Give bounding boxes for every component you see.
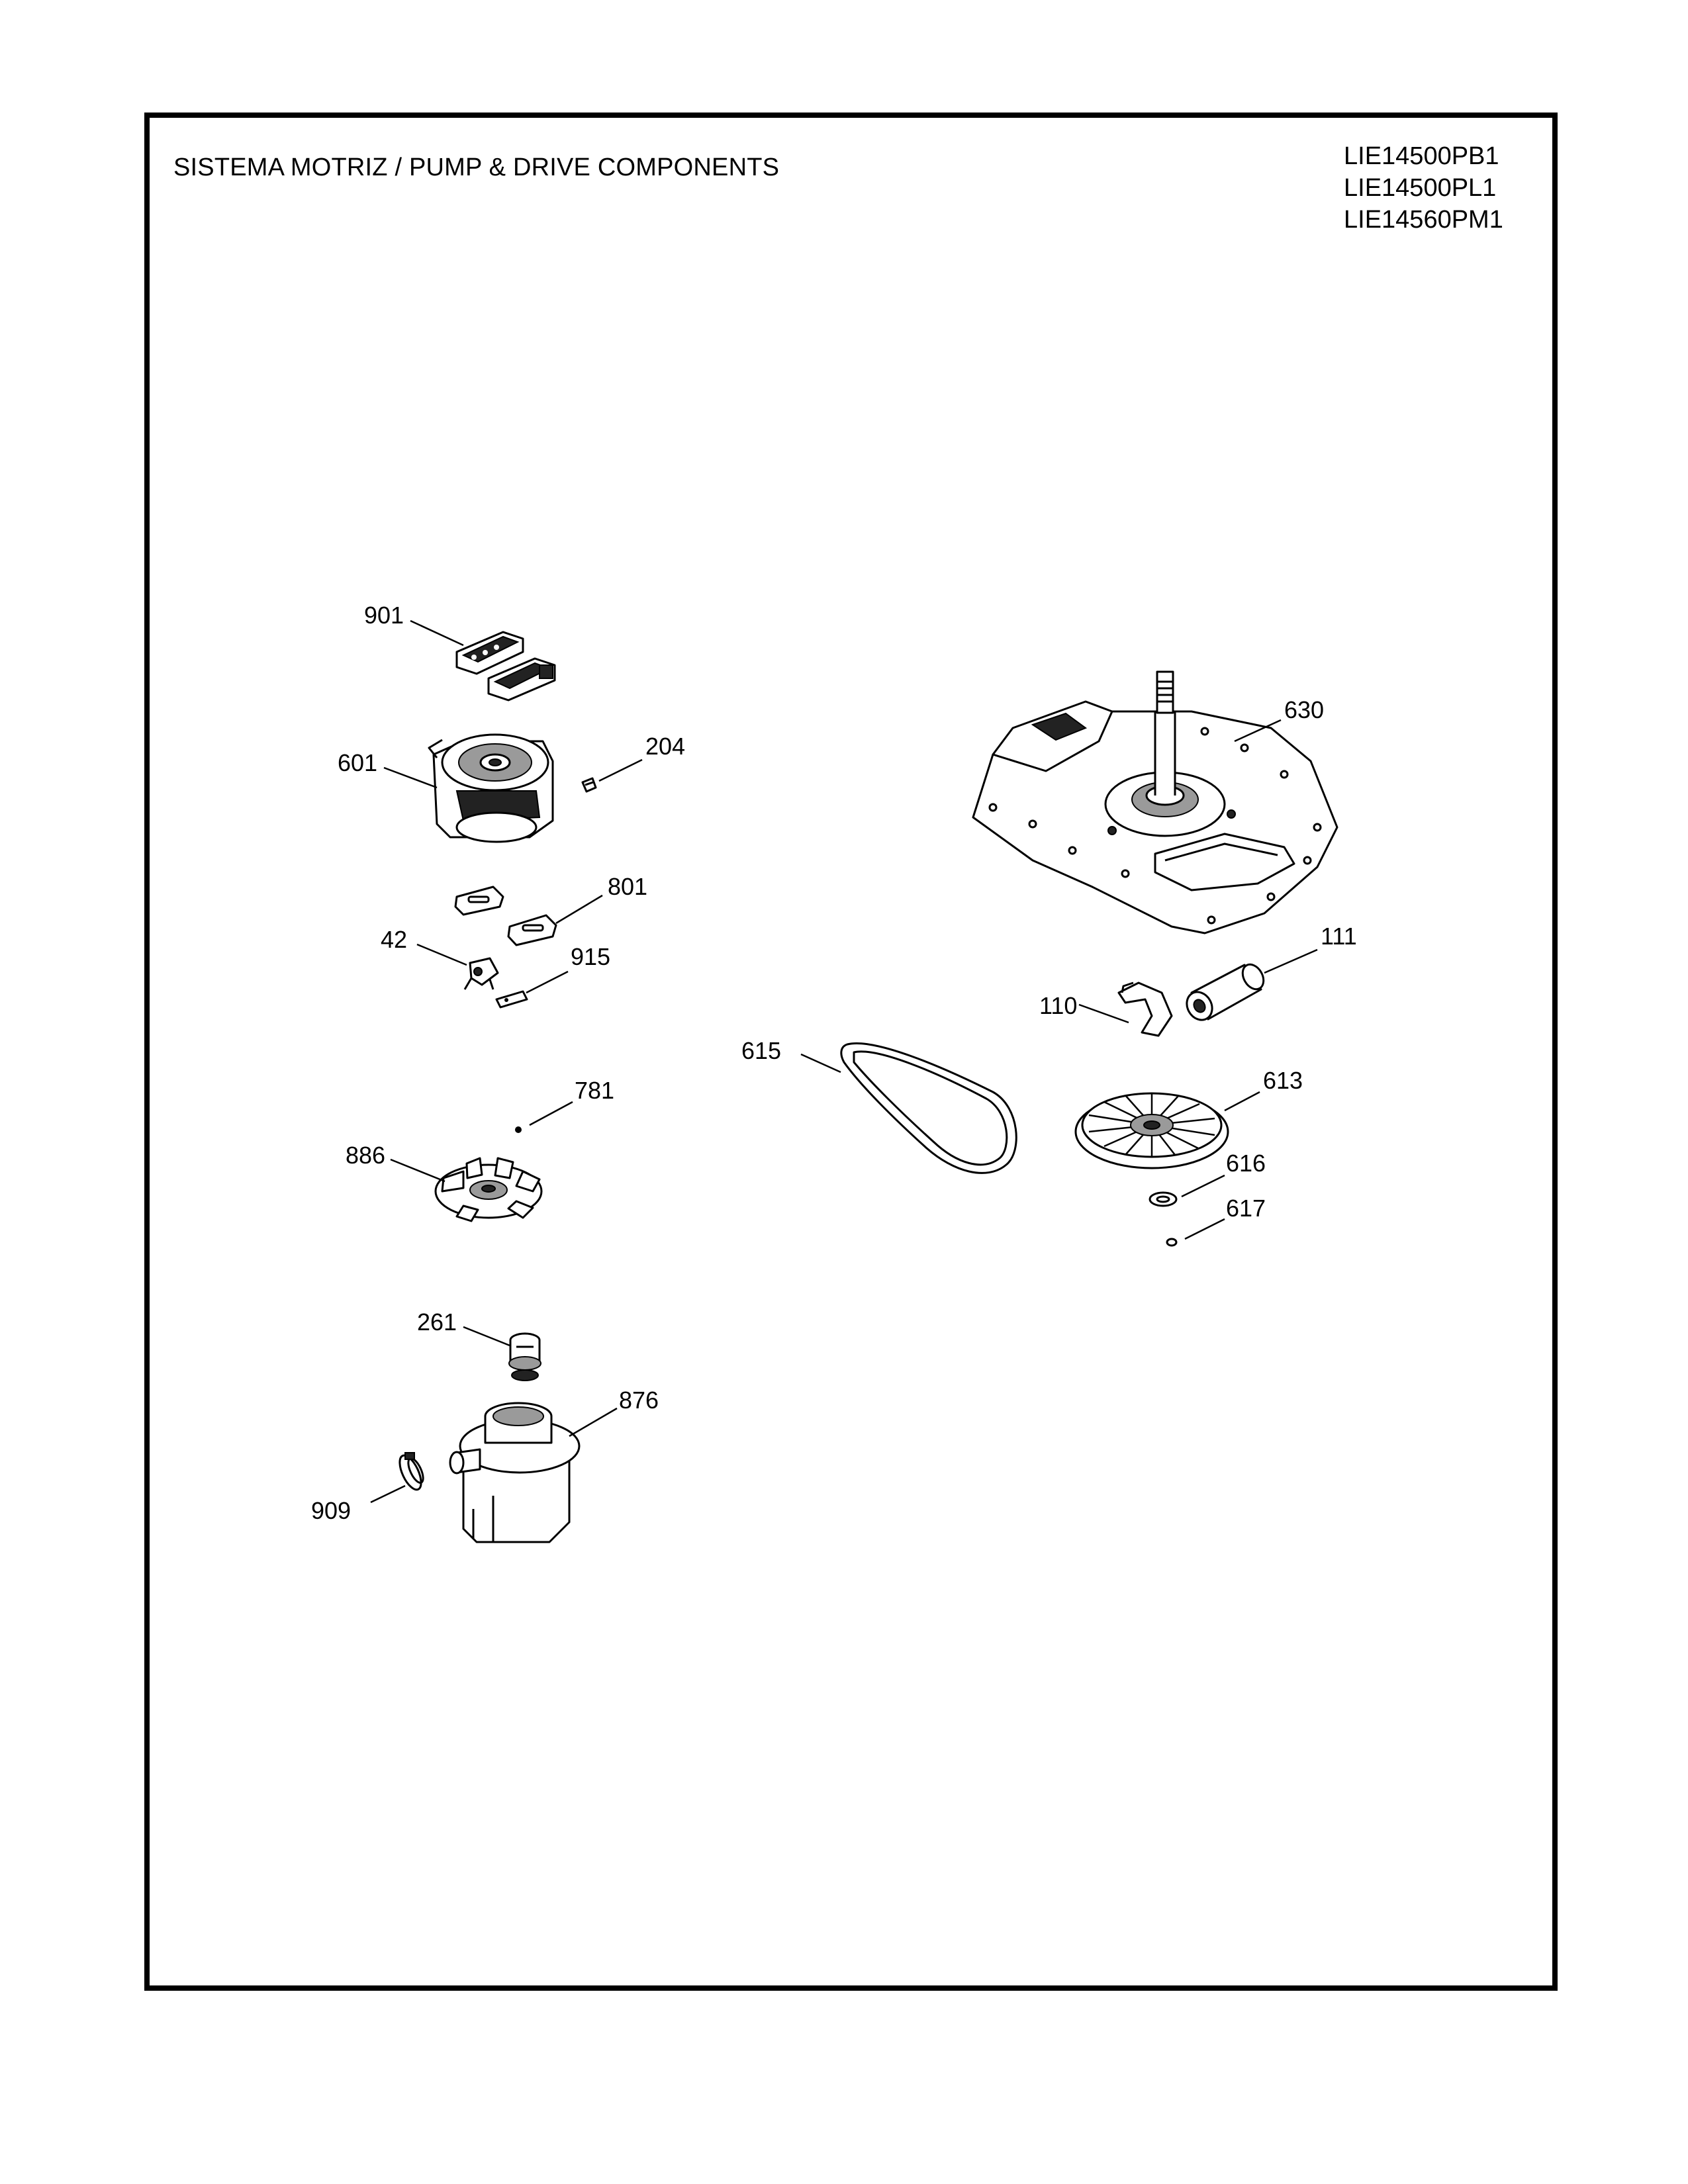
part-915-pin bbox=[495, 990, 528, 1009]
part-204-screw bbox=[581, 777, 597, 793]
callout-876: 876 bbox=[619, 1387, 659, 1414]
callout-909: 909 bbox=[311, 1497, 351, 1524]
part-110-strap bbox=[1117, 981, 1173, 1037]
part-613-pulley bbox=[1074, 1092, 1229, 1169]
diagram-title: SISTEMA MOTRIZ / PUMP & DRIVE COMPONENTS bbox=[173, 154, 780, 181]
part-886-fan bbox=[434, 1157, 543, 1222]
leader-909 bbox=[370, 1484, 406, 1504]
callout-615: 615 bbox=[741, 1037, 781, 1064]
leader-110 bbox=[1078, 1003, 1129, 1024]
leader-601 bbox=[383, 766, 438, 789]
callout-781: 781 bbox=[575, 1077, 614, 1104]
callout-601: 601 bbox=[338, 749, 377, 776]
leader-630 bbox=[1234, 719, 1282, 743]
leader-261 bbox=[463, 1326, 510, 1347]
leader-616 bbox=[1181, 1174, 1225, 1198]
callout-204: 204 bbox=[645, 733, 685, 760]
leader-42 bbox=[416, 943, 467, 966]
leader-781 bbox=[529, 1101, 573, 1126]
leader-204 bbox=[598, 758, 643, 782]
part-876-pump bbox=[449, 1402, 581, 1543]
leader-111 bbox=[1264, 948, 1318, 974]
callout-901: 901 bbox=[364, 602, 404, 629]
callout-915: 915 bbox=[571, 943, 610, 970]
part-630-base-plate bbox=[972, 670, 1338, 934]
model-number: LIE14560PM1 bbox=[1344, 206, 1503, 234]
model-number: LIE14500PB1 bbox=[1344, 142, 1499, 170]
model-number: LIE14500PL1 bbox=[1344, 174, 1497, 202]
part-801-brackets bbox=[454, 886, 557, 946]
part-901-clips bbox=[455, 631, 556, 702]
leader-801 bbox=[555, 894, 603, 925]
callout-110: 110 bbox=[1039, 992, 1077, 1019]
callout-886: 886 bbox=[346, 1142, 385, 1169]
leader-615 bbox=[800, 1053, 841, 1073]
model-list: LIE14500PB1 LIE14500PL1 LIE14560PM1 bbox=[1344, 140, 1503, 236]
leader-901 bbox=[410, 619, 464, 647]
leader-617 bbox=[1184, 1218, 1225, 1240]
part-615-belt bbox=[840, 1042, 1017, 1174]
leader-886 bbox=[390, 1158, 445, 1183]
callout-617: 617 bbox=[1226, 1195, 1266, 1222]
callout-613: 613 bbox=[1263, 1067, 1303, 1094]
leader-876 bbox=[569, 1407, 618, 1437]
callout-616: 616 bbox=[1226, 1150, 1266, 1177]
callout-801: 801 bbox=[608, 873, 647, 900]
leader-915 bbox=[526, 970, 569, 994]
part-42-switch bbox=[463, 957, 499, 990]
page-frame bbox=[144, 113, 1558, 1991]
part-111-capacitor bbox=[1186, 963, 1265, 1021]
callout-42: 42 bbox=[381, 926, 407, 953]
part-261-cap bbox=[508, 1332, 541, 1381]
leader-613 bbox=[1224, 1091, 1260, 1112]
part-781-ball bbox=[515, 1126, 522, 1133]
callout-630: 630 bbox=[1284, 696, 1324, 723]
part-616-washer bbox=[1149, 1191, 1178, 1207]
callout-261: 261 bbox=[417, 1308, 457, 1336]
part-909-clamp bbox=[399, 1452, 424, 1491]
part-601-motor bbox=[428, 733, 554, 843]
callout-111: 111 bbox=[1321, 923, 1357, 950]
part-617-nut bbox=[1166, 1238, 1178, 1247]
